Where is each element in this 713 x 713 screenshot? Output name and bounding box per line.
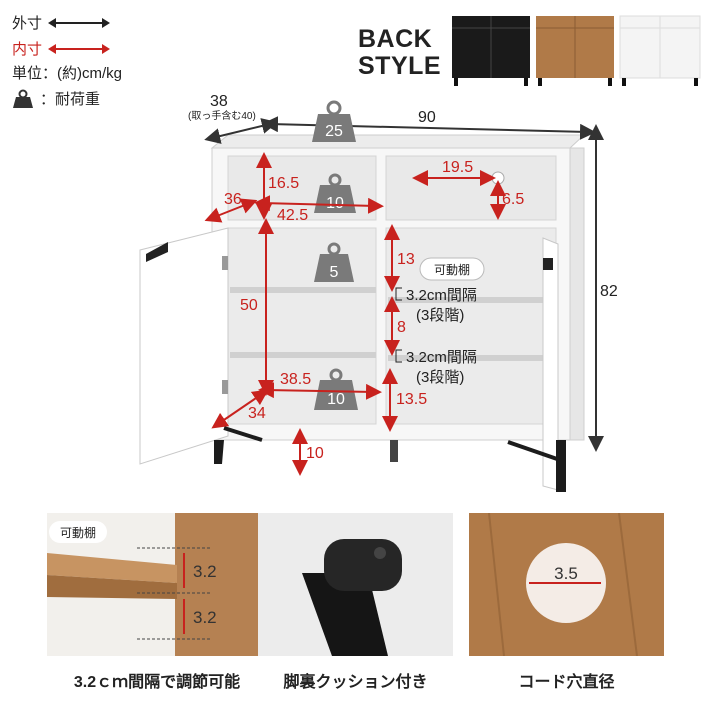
shelf-caption: 3.2ｃｍ間隔で調節可能 xyxy=(73,674,241,691)
legend-load: ：耐荷重 xyxy=(12,88,100,109)
cord-hole-illustration: 3.5 xyxy=(469,513,664,656)
pitch1-b: (3段階) xyxy=(416,307,464,324)
left-h: 50 xyxy=(240,297,258,314)
right-h2: 8 xyxy=(397,319,406,336)
depth-value: 38 xyxy=(210,93,228,110)
shelf-v2: 3.2 xyxy=(193,608,217,627)
shelf-tag xyxy=(49,521,107,543)
left-shelf-load-value: 5 xyxy=(330,264,339,281)
pitch2-b: (3段階) xyxy=(416,369,464,386)
cabinet-legs xyxy=(214,426,566,492)
right-door xyxy=(542,237,559,491)
weight-icon xyxy=(13,89,33,108)
left-shelf-load-badge: 5 xyxy=(314,242,354,282)
leg-h: 10 xyxy=(306,445,324,462)
leg-caption: 脚裏クッション付き xyxy=(283,674,428,691)
legend-outer: 外寸 xyxy=(12,12,111,33)
height-value: 82 xyxy=(600,283,618,300)
variant-black[interactable] xyxy=(452,16,530,86)
leg-cushion-photo xyxy=(258,513,453,656)
shelf-v1: 3.2 xyxy=(193,562,217,581)
legend-inner-label: 内寸 xyxy=(12,41,43,58)
right-top-w: 19.5 xyxy=(442,159,473,176)
depth-note: (取っ手含む40) xyxy=(188,109,256,122)
shelf-adjust-photo: 可動棚 3.2 3.2 xyxy=(47,513,266,656)
left-top-load-value: 10 xyxy=(326,195,344,212)
left-door xyxy=(139,227,229,465)
hole-value: 3.5 xyxy=(554,564,578,583)
back-style-title: BACK STYLE xyxy=(358,26,441,80)
movable-shelf-tag xyxy=(419,257,485,281)
left-bottom-load-value: 10 xyxy=(327,391,345,408)
cushion-pad xyxy=(324,539,402,591)
inner-arrow-icon xyxy=(48,43,111,54)
legend-unit: 単位：(約)cm/kg xyxy=(12,65,122,82)
left-bottom-w: 38.5 xyxy=(280,371,311,388)
variant-oak[interactable] xyxy=(536,16,614,86)
left-top-w: 42.5 xyxy=(277,207,308,224)
legend-load-label: ：耐荷重 xyxy=(40,91,101,108)
left-top-d: 36 xyxy=(224,191,242,208)
back-style-line1: BACK xyxy=(358,25,433,53)
color-variants xyxy=(452,15,701,86)
top-load-badge: 25 xyxy=(312,100,356,142)
back-style-line2: STYLE xyxy=(358,52,442,80)
movable-shelf-label: 可動棚 xyxy=(434,262,470,277)
right-top-h: 6.5 xyxy=(502,191,524,208)
right-h1: 13 xyxy=(397,251,415,268)
pitch1-a: 3.2cm間隔 xyxy=(406,287,477,304)
legend-outer-label: 外寸 xyxy=(12,15,43,32)
shelf-tag-label: 可動棚 xyxy=(60,525,96,540)
left-bottom-d: 34 xyxy=(248,405,266,422)
left-top-h: 16.5 xyxy=(268,175,299,192)
pitch2-a: 3.2cm間隔 xyxy=(406,349,477,366)
variant-white[interactable] xyxy=(619,15,701,86)
right-h3: 13.5 xyxy=(396,391,427,408)
width-value: 90 xyxy=(418,109,436,126)
leg-cushion-illustration xyxy=(258,513,453,656)
hole-caption: コード穴直径 xyxy=(518,674,615,691)
cord-hole-photo: 3.5 xyxy=(469,513,664,656)
outer-arrow-icon xyxy=(48,17,111,28)
shelf-adjust-illustration: 可動棚 3.2 3.2 xyxy=(47,513,266,656)
top-load-value: 25 xyxy=(325,123,343,140)
cabinet-diagram: 38 (取っ手含む40) 90 82 25 10 5 10 16.5 36 42… xyxy=(139,93,618,492)
legend-inner: 内寸 xyxy=(12,38,111,59)
